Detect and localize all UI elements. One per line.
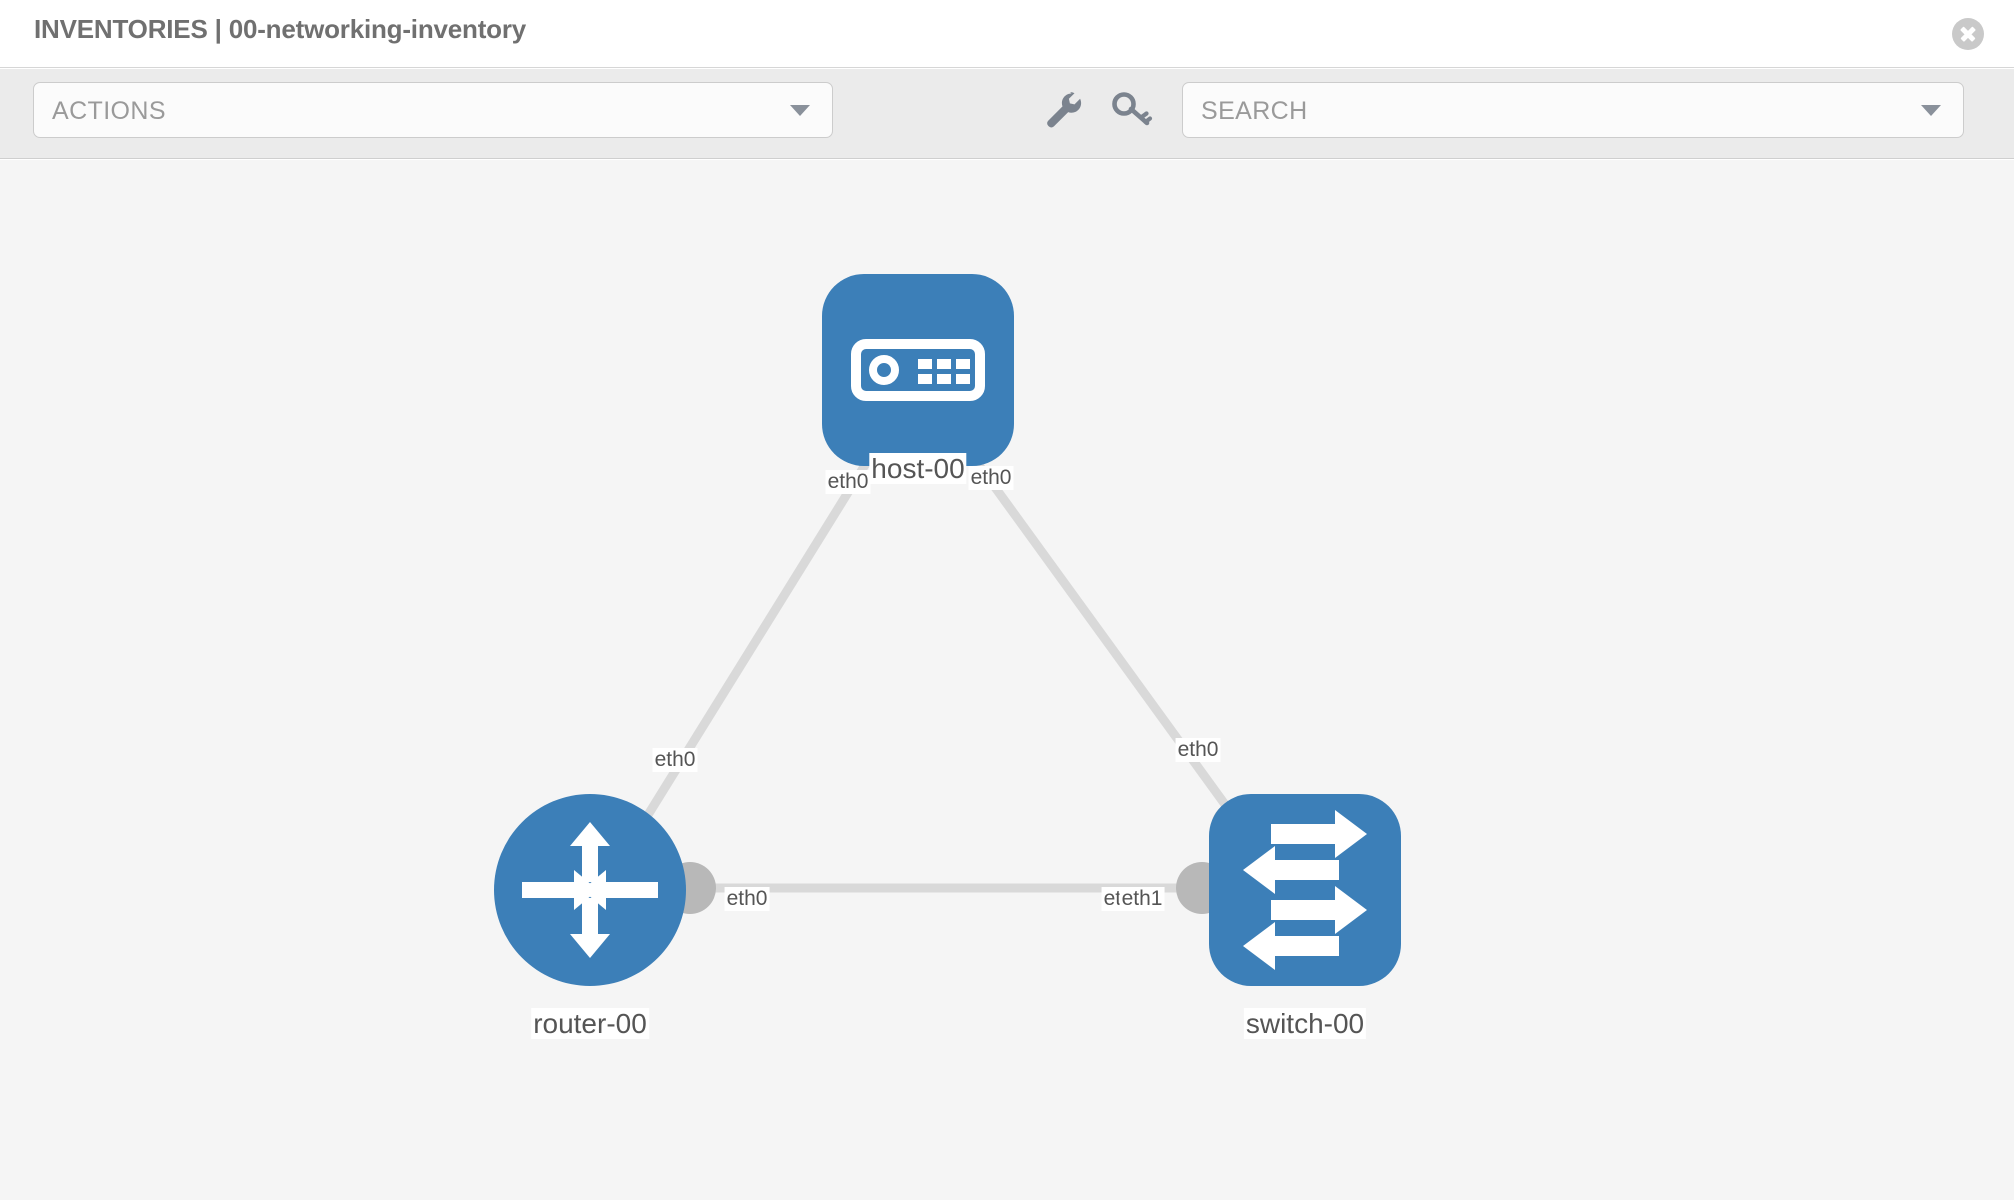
- key-icon[interactable]: [1108, 87, 1154, 133]
- link-host-switch: [948, 425, 1249, 835]
- chevron-down-icon: [790, 105, 810, 116]
- node-label-router: router-00: [531, 1008, 649, 1040]
- router-arrows-icon: [522, 822, 658, 958]
- page-title: INVENTORIES | 00-networking-inventory: [34, 14, 527, 44]
- link-layer: [616, 425, 1249, 893]
- topology-graph: [494, 274, 1401, 986]
- iface-label: eth0: [825, 470, 871, 494]
- iface-label: eth0: [968, 466, 1014, 490]
- search-input[interactable]: SEARCH: [1182, 82, 1964, 138]
- node-label-switch: switch-00: [1243, 1008, 1367, 1040]
- node-host-00: [822, 274, 1014, 466]
- wrench-icon[interactable]: [1040, 87, 1086, 133]
- toolbar: ACTIONS SEARCH: [0, 69, 2014, 159]
- topology-canvas[interactable]: eth0 eth0 eth0 eth0 eth0 eth0 eth1 host-…: [0, 160, 2014, 1200]
- iface-label: eth0: [1175, 738, 1221, 762]
- iface-label: eth1: [1119, 887, 1165, 911]
- switch-arrows-icon: [1243, 810, 1367, 970]
- iface-label: eth0: [724, 887, 770, 911]
- iface-label: eth0: [652, 748, 698, 772]
- server-icon: [851, 339, 985, 401]
- page-header: INVENTORIES | 00-networking-inventory: [0, 0, 2014, 68]
- actions-dropdown-label: ACTIONS: [52, 97, 166, 125]
- close-icon[interactable]: [1952, 18, 1984, 50]
- node-switch-00: [1209, 794, 1401, 986]
- actions-dropdown[interactable]: ACTIONS: [33, 82, 833, 138]
- search-placeholder: SEARCH: [1201, 97, 1308, 125]
- link-host-router: [616, 425, 892, 863]
- node-router-00: [494, 794, 686, 986]
- chevron-down-icon[interactable]: [1921, 105, 1941, 116]
- node-label-host: host-00: [869, 453, 967, 485]
